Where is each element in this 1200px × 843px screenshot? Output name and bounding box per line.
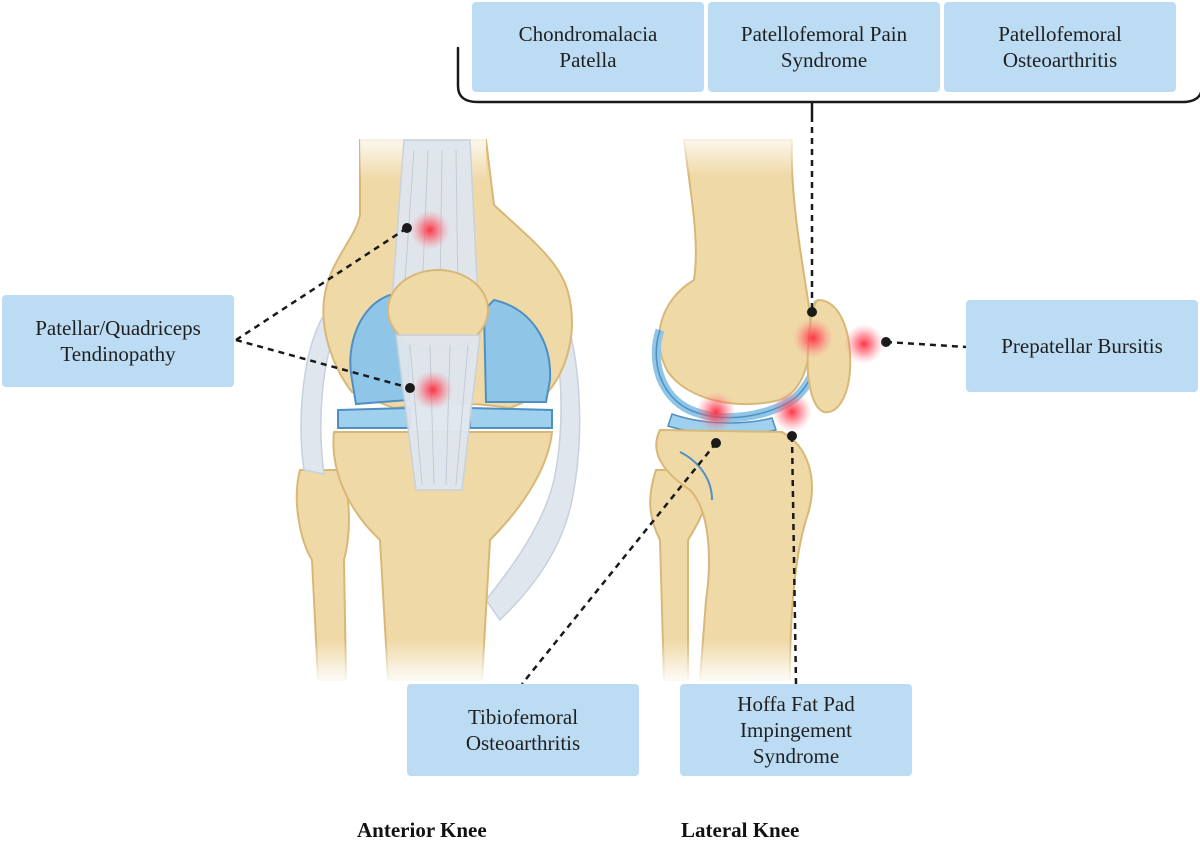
leader-lines <box>235 116 967 685</box>
top-bracket <box>456 46 1200 104</box>
anterior-medial-ligament <box>485 298 581 622</box>
leader-tendinopathy-lower <box>235 338 411 390</box>
pain-marker-tibiofemoral <box>696 392 736 432</box>
label-patellofemoral-pain-syndrome: Patellofemoral Pain Syndrome <box>708 2 940 92</box>
lateral-knee <box>640 130 852 684</box>
leader-tendinopathy-upper <box>235 226 408 342</box>
pain-marker-patellofemoral <box>793 318 833 358</box>
leader-tibiofemoral <box>521 442 717 685</box>
lateral-femur <box>658 139 812 406</box>
label-patellar-quadriceps-tendinopathy: Patellar/Quadriceps Tendinopathy <box>2 295 234 387</box>
pain-marker-quadriceps <box>410 210 450 250</box>
pain-markers <box>410 210 884 432</box>
label-chondromalacia-patella: Chondromalacia Patella <box>472 2 704 92</box>
pain-marker-hoffa <box>772 392 812 432</box>
label-tibiofemoral-osteoarthritis: Tibiofemoral Osteoarthritis <box>407 684 639 776</box>
label-patellofemoral-osteoarthritis: Patellofemoral Osteoarthritis <box>944 2 1176 92</box>
leader-prepatellar <box>885 340 967 349</box>
pain-marker-prepatellar <box>844 324 884 364</box>
label-hoffa-fat-pad-impingement: Hoffa Fat Pad Impingement Syndrome <box>680 684 912 776</box>
pain-marker-patellar-tendon <box>413 370 453 410</box>
leader-hoffa <box>790 435 798 685</box>
title-anterior-knee: Anterior Knee <box>357 818 487 842</box>
label-prepatellar-bursitis: Prepatellar Bursitis <box>966 300 1198 392</box>
title-lateral-knee: Lateral Knee <box>681 818 800 842</box>
